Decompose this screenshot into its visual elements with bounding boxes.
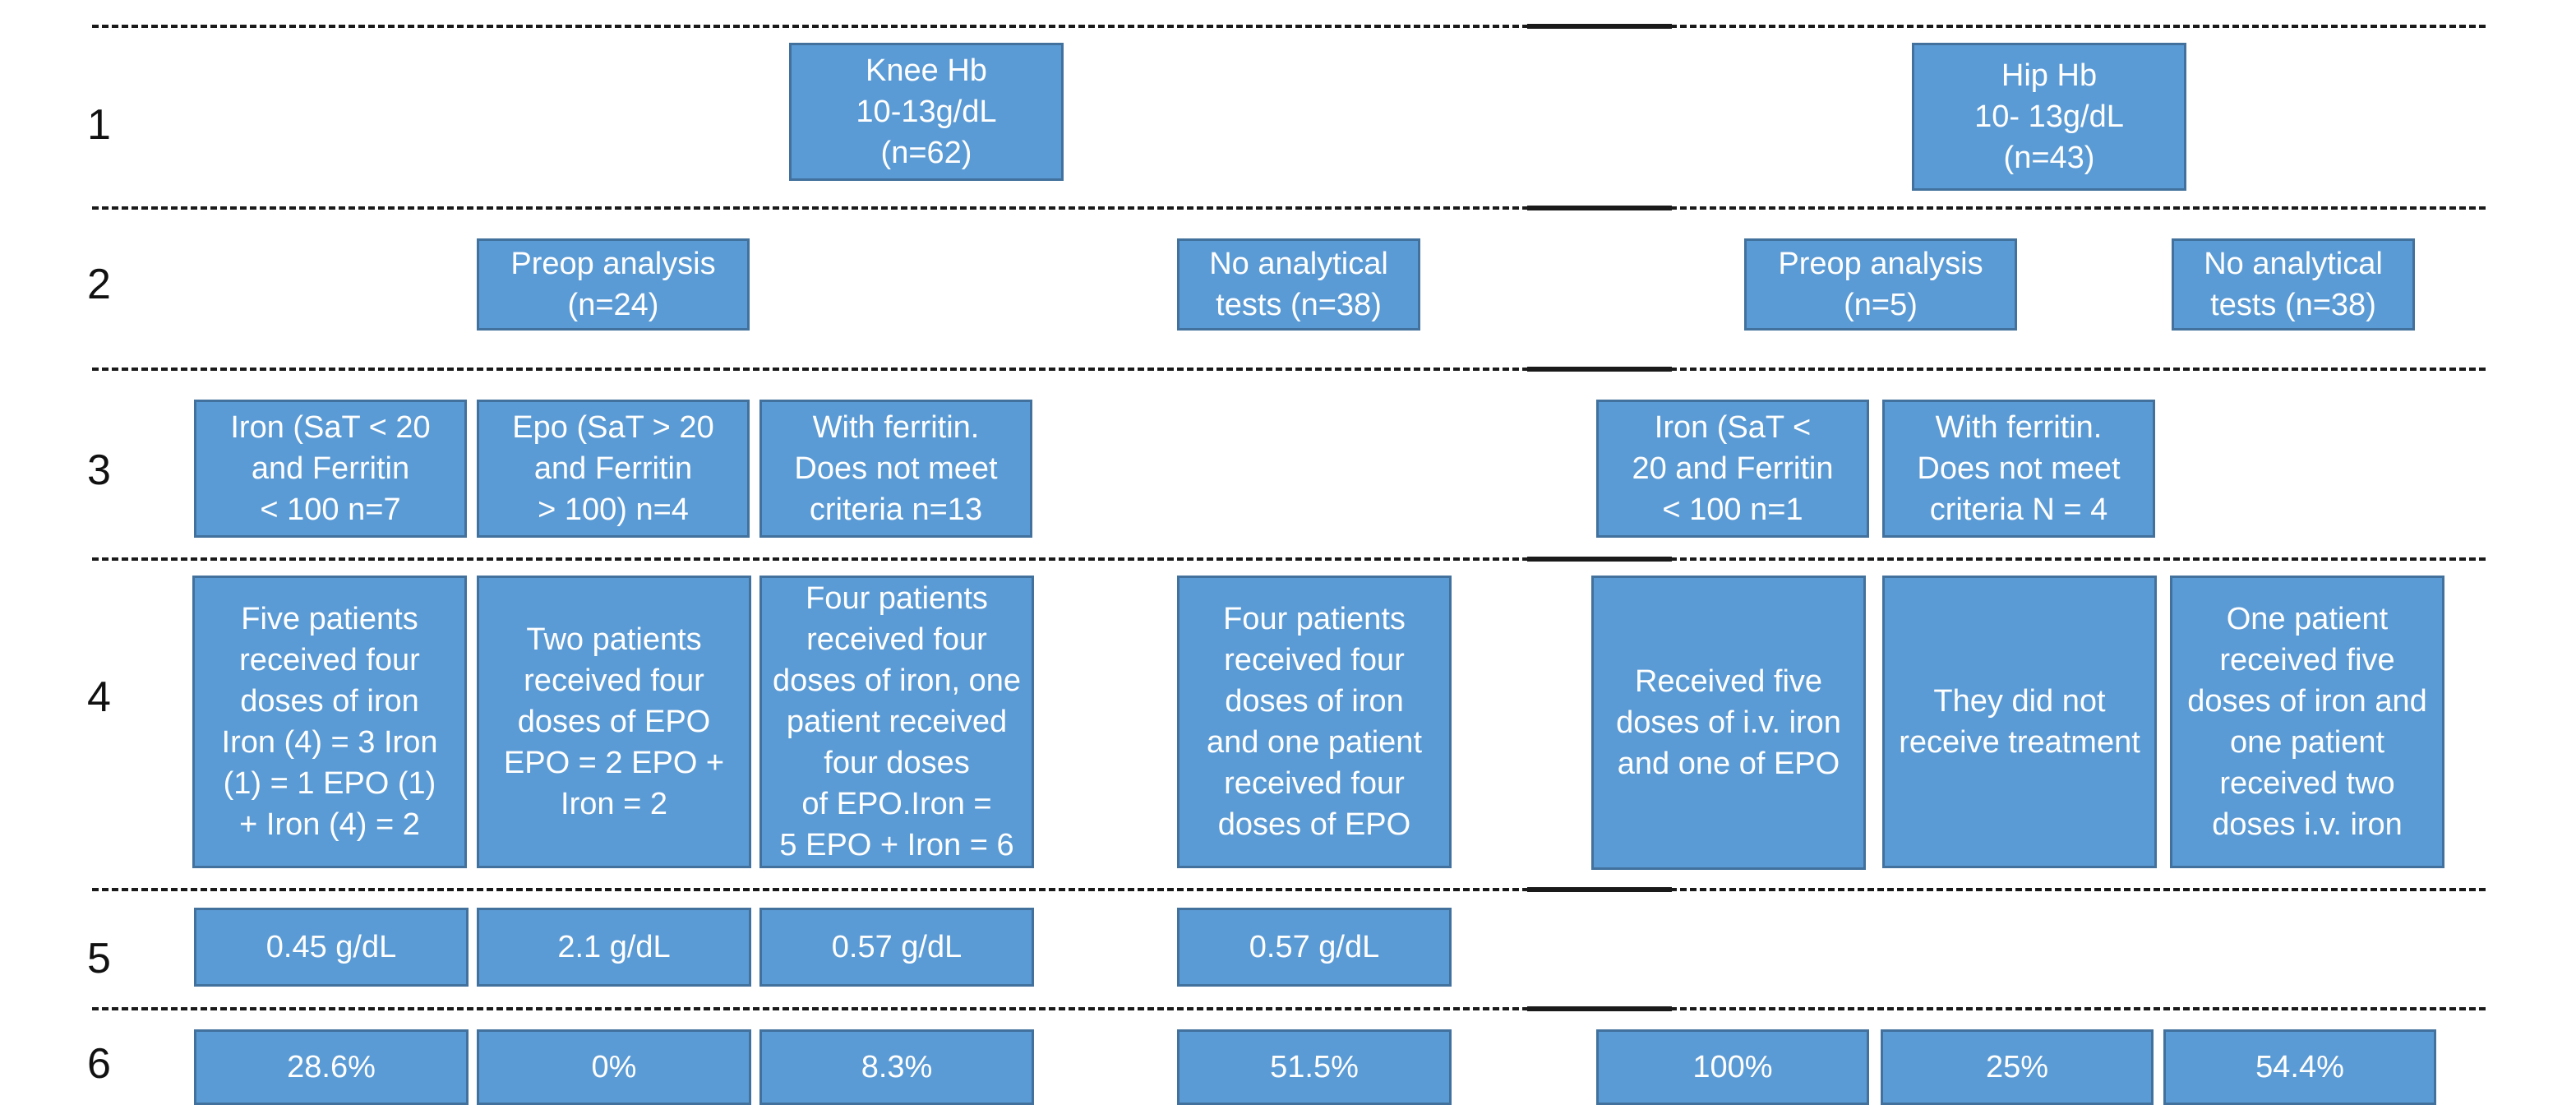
- hip-no-tests-percentage-box: 54.4%: [2163, 1029, 2436, 1105]
- knee-ferritin-percentage-box: 8.3%: [759, 1029, 1034, 1105]
- hip-ferritin-no-criteria-box: With ferritin. Does not meet criteria N …: [1882, 400, 2155, 538]
- knee-epo-hb-gain-box: 2.1 g/dL: [477, 908, 751, 987]
- row-separator-1-2: [92, 206, 2486, 210]
- knee-epo-treatment-box: Two patients received four doses of EPO …: [477, 576, 751, 868]
- hip-no-tests-treatment-box: One patient received five doses of iron …: [2170, 576, 2444, 868]
- hip-ferritin-treatment-box: They did not receive treatment: [1882, 576, 2157, 868]
- knee-ferritin-hb-gain-box: 0.57 g/dL: [759, 908, 1034, 987]
- center-divider-segment: [1527, 24, 1672, 29]
- hip-ferritin-percentage-box: 25%: [1881, 1029, 2154, 1105]
- hip-iron-criteria-box: Iron (SaT < 20 and Ferritin < 100 n=1: [1596, 400, 1869, 538]
- row-number-2: 2: [87, 261, 111, 308]
- row-separator-3-4: [92, 557, 2486, 561]
- knee-hb-box: Knee Hb 10-13g/dL (n=62): [789, 43, 1064, 181]
- knee-no-tests-percentage-box: 51.5%: [1177, 1029, 1452, 1105]
- row-separator-top: [92, 25, 2486, 28]
- center-divider-segment: [1527, 1006, 1672, 1011]
- knee-no-tests-hb-gain-box: 0.57 g/dL: [1177, 908, 1452, 987]
- knee-ferritin-treatment-box: Four patients received four doses of iro…: [759, 576, 1034, 868]
- knee-preop-analysis-box: Preop analysis (n=24): [477, 238, 750, 331]
- row-separator-5-6: [92, 1007, 2486, 1010]
- hip-iron-treatment-box: Received five doses of i.v. iron and one…: [1591, 576, 1866, 870]
- knee-ferritin-no-criteria-box: With ferritin. Does not meet criteria n=…: [759, 400, 1032, 538]
- knee-iron-percentage-box: 28.6%: [194, 1029, 469, 1105]
- row-number-5: 5: [87, 935, 111, 982]
- hip-no-analytical-tests-box: No analytical tests (n=38): [2172, 238, 2415, 331]
- hip-hb-box: Hip Hb 10- 13g/dL (n=43): [1912, 43, 2186, 191]
- row-separator-4-5: [92, 888, 2486, 891]
- center-divider-segment: [1527, 206, 1672, 210]
- center-divider-segment: [1527, 367, 1672, 372]
- row-number-3: 3: [87, 446, 111, 494]
- hip-iron-percentage-box: 100%: [1596, 1029, 1869, 1105]
- center-divider-segment: [1527, 557, 1672, 562]
- knee-no-tests-treatment-box: Four patients received four doses of iro…: [1177, 576, 1452, 868]
- knee-iron-hb-gain-box: 0.45 g/dL: [194, 908, 469, 987]
- knee-iron-criteria-box: Iron (SaT < 20 and Ferritin < 100 n=7: [194, 400, 467, 538]
- row-number-1: 1: [87, 101, 111, 149]
- knee-epo-criteria-box: Epo (SaT > 20 and Ferritin > 100) n=4: [477, 400, 750, 538]
- row-number-4: 4: [87, 673, 111, 721]
- row-number-6: 6: [87, 1040, 111, 1088]
- knee-epo-percentage-box: 0%: [477, 1029, 751, 1105]
- hip-preop-analysis-box: Preop analysis (n=5): [1744, 238, 2017, 331]
- knee-no-analytical-tests-box: No analytical tests (n=38): [1177, 238, 1420, 331]
- knee-iron-treatment-box: Five patients received four doses of iro…: [192, 576, 467, 868]
- row-separator-2-3: [92, 368, 2486, 371]
- center-divider-segment: [1527, 887, 1672, 892]
